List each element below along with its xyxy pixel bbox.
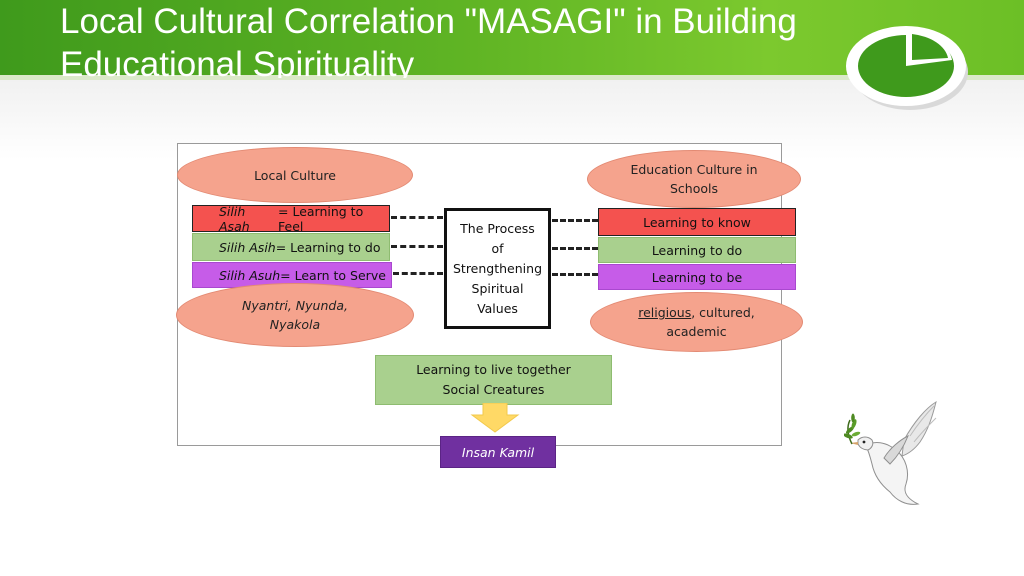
connector-left-1 xyxy=(391,216,443,219)
learning-to-be-bar: Learning to be xyxy=(598,264,796,290)
process-box: The Process of Strengthening Spiritual V… xyxy=(444,208,551,329)
nyantri-ellipse: Nyantri, Nyunda, Nyakola xyxy=(176,283,414,347)
connector-left-3 xyxy=(393,272,443,275)
learning-to-do-bar: Learning to do xyxy=(598,237,796,263)
connector-right-1 xyxy=(552,219,598,222)
local-culture-ellipse: Local Culture xyxy=(177,147,413,203)
school-culture-ellipse: Education Culture in Schools xyxy=(587,150,801,208)
silih-asuh-meaning: = Learn to Serve xyxy=(280,267,386,283)
connector-right-3 xyxy=(552,273,598,276)
learning-to-know-bar: Learning to know xyxy=(598,208,796,236)
slide-title: Local Cultural Correlation "MASAGI" in B… xyxy=(60,2,797,78)
silih-asuh-term: Silih Asuh xyxy=(219,267,281,283)
silih-asah-meaning: = Learning to Feel xyxy=(278,203,364,234)
religious-word: religious xyxy=(638,305,692,320)
insan-kamil-box: Insan Kamil xyxy=(440,436,556,468)
dove-icon xyxy=(844,400,937,505)
connector-left-2 xyxy=(391,245,443,248)
silih-asah-bar: Silih Asah = Learning to Feel xyxy=(192,203,390,234)
logo-pie-icon xyxy=(846,26,968,110)
silih-asih-term: Silih Asih xyxy=(219,239,276,255)
silih-asih-bar: Silih Asih= Learning to do xyxy=(192,233,390,261)
connector-right-2 xyxy=(552,247,598,250)
religious-rest: , cultured, academic xyxy=(666,305,755,339)
header-divider xyxy=(0,75,1024,80)
down-arrow-icon xyxy=(470,403,520,433)
religious-text: religious, cultured, academic xyxy=(638,303,755,341)
silih-asah-term: Silih Asah xyxy=(219,203,250,234)
learning-to-live-together-box: Learning to live together Social Creatur… xyxy=(375,355,612,405)
religious-ellipse: religious, cultured, academic xyxy=(590,292,803,352)
silih-asih-meaning: = Learning to do xyxy=(275,239,381,255)
